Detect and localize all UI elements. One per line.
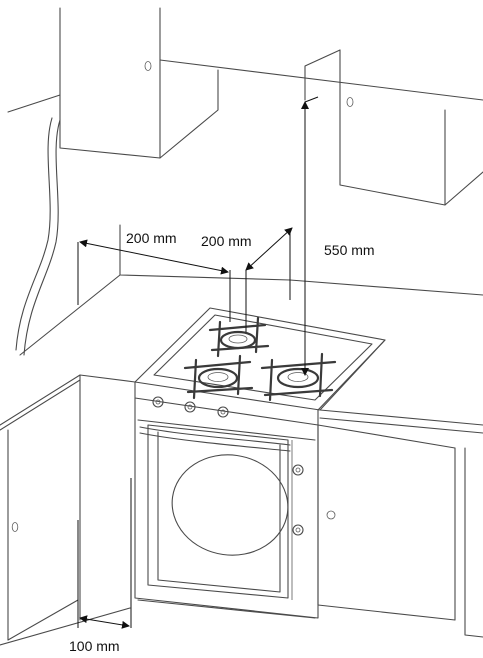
worktop <box>0 375 483 433</box>
oven-door <box>140 425 303 600</box>
left-wall-cabinet <box>60 8 218 158</box>
dimension-label-side-1: 200 mm <box>126 230 177 246</box>
hob-burners <box>185 318 335 400</box>
right-base-cabinet <box>318 425 483 637</box>
right-wall-cabinet <box>305 50 483 205</box>
dimension-label-top: 550 mm <box>324 242 375 258</box>
dimension-lines <box>78 97 318 628</box>
dimension-label-side-2: 200 mm <box>201 233 252 249</box>
gas-hose <box>16 118 60 355</box>
left-base-cabinet <box>0 375 130 645</box>
control-knobs <box>153 397 228 417</box>
dimension-label-bottom: 100 mm <box>69 638 120 654</box>
burner-front-left <box>185 356 252 398</box>
